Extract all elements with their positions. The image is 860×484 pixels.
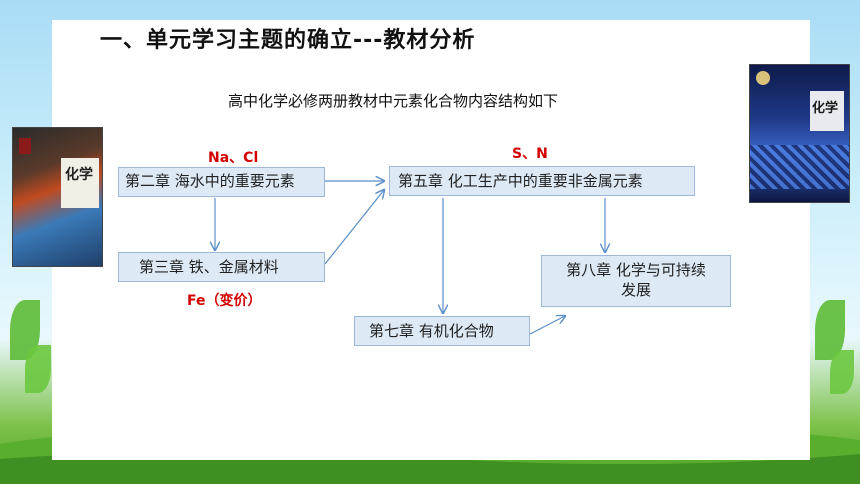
annotation-na-cl: Na、Cl <box>208 150 259 166</box>
node-chapter-2: 第二章 海水中的重要元素 <box>118 167 325 197</box>
node-chapter-2-label: 第二章 海水中的重要元素 <box>125 172 295 190</box>
content-panel <box>52 20 810 460</box>
node-chapter-3: 第三章 铁、金属材料 <box>118 252 325 282</box>
diagram-subtitle: 高中化学必修两册教材中元素化合物内容结构如下 <box>228 92 559 110</box>
textbook-cover-left: 化学 <box>12 127 103 267</box>
node-chapter-7-label: 第七章 有机化合物 <box>369 322 494 340</box>
node-chapter-8: 第八章 化学与可持续发展 <box>541 255 731 307</box>
leaf-decoration <box>830 350 854 394</box>
annotation-s-n: S、N <box>512 146 548 162</box>
left-book-title: 化学 <box>65 167 93 183</box>
slide-title: 一、单元学习主题的确立---教材分析 <box>100 28 476 53</box>
arrow-ch7-ch8 <box>529 316 565 335</box>
cover-label-plate: 化学 <box>61 158 99 208</box>
node-chapter-7: 第七章 有机化合物 <box>354 316 530 346</box>
publisher-logo-icon <box>756 71 770 85</box>
annotation-fe: Fe（变价） <box>187 293 262 309</box>
right-book-title: 化学 <box>812 101 839 116</box>
node-chapter-5-label: 第五章 化工生产中的重要非金属元素 <box>398 172 643 190</box>
arrow-ch3-ch5 <box>324 190 384 265</box>
leaf-decoration <box>25 345 51 393</box>
textbook-cover-right: 化学 <box>749 64 850 203</box>
node-chapter-3-label: 第三章 铁、金属材料 <box>139 258 279 276</box>
node-chapter-8-label: 第八章 化学与可持续发展 <box>566 261 706 299</box>
publisher-logo-icon <box>19 138 31 154</box>
node-chapter-5: 第五章 化工生产中的重要非金属元素 <box>389 166 695 196</box>
cover-label-plate: 化学 <box>810 91 844 131</box>
molecular-lattice-graphic <box>750 145 849 189</box>
